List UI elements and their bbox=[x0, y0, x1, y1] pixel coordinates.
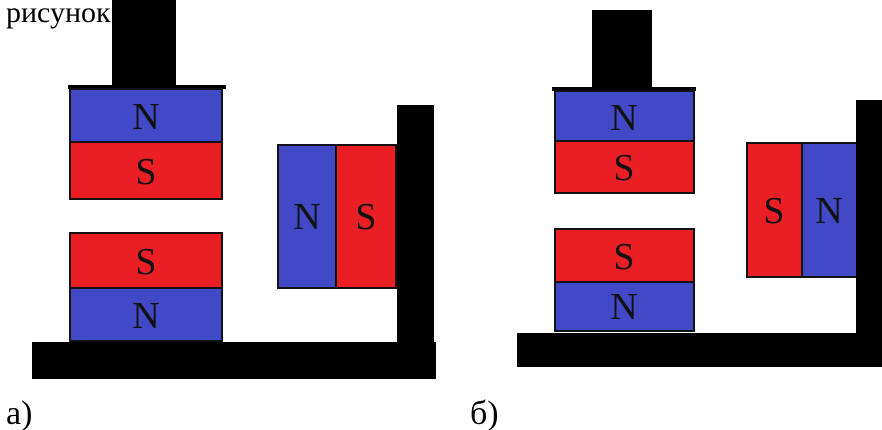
figure-b-base bbox=[517, 333, 882, 367]
figure-a-lower-south bbox=[69, 232, 223, 289]
figure-b-holder-plate bbox=[552, 87, 696, 91]
figure-b-lower-south bbox=[554, 228, 695, 283]
figure-b-upper-south bbox=[554, 140, 695, 194]
figure-a-caption: а) bbox=[6, 395, 32, 430]
figure-b-upper-north bbox=[554, 90, 695, 142]
figure-a-lower-top-label: S bbox=[135, 241, 156, 283]
figure-a-upper-south bbox=[69, 141, 223, 200]
figure-b-upper-magnet: N S bbox=[554, 90, 695, 194]
figure-a-side-left-half bbox=[277, 144, 337, 289]
figure-a-wall bbox=[397, 105, 434, 345]
figure-b-caption: б) bbox=[470, 395, 499, 430]
figure-a-base bbox=[32, 342, 436, 379]
figure-a-upper-magnet: N S bbox=[69, 88, 223, 200]
figure-b: N S S N S N б) bbox=[470, 10, 882, 430]
figure-a-side-magnet: N S bbox=[277, 144, 397, 289]
figure-b-holder-post bbox=[592, 10, 652, 88]
figure-a-lower-north bbox=[69, 287, 223, 342]
figure-b-upper-top-label: N bbox=[610, 97, 637, 139]
figure-a-upper-north bbox=[69, 88, 223, 143]
figure-a-lower-bottom-label: N bbox=[132, 295, 159, 337]
figure-a-upper-top-label: N bbox=[132, 96, 159, 138]
figure-b-lower-north bbox=[554, 281, 695, 332]
figure-a-holder-post bbox=[112, 0, 176, 86]
figure-b-side-left-label: S bbox=[763, 190, 784, 232]
figure-a-side-right-label: S bbox=[355, 196, 376, 238]
figure-a-side-right-half bbox=[335, 144, 397, 289]
figure-a-upper-bottom-label: S bbox=[135, 151, 156, 193]
figure-a: N S S N N S а) bbox=[6, 0, 436, 430]
figure-b-upper-bottom-label: S bbox=[613, 147, 634, 189]
figure-b-side-right-half bbox=[801, 142, 858, 278]
figure-b-lower-magnet: S N bbox=[554, 228, 695, 332]
figure-b-wall bbox=[856, 100, 882, 338]
figure-a-side-left-label: N bbox=[293, 196, 320, 238]
figure-b-lower-bottom-label: N bbox=[610, 286, 637, 328]
figure-a-holder-plate bbox=[68, 85, 226, 89]
figure-b-side-magnet: S N bbox=[746, 142, 858, 278]
figure-b-lower-top-label: S bbox=[613, 236, 634, 278]
figure-a-lower-magnet: S N bbox=[69, 232, 223, 342]
figure-b-side-right-label: N bbox=[815, 190, 842, 232]
